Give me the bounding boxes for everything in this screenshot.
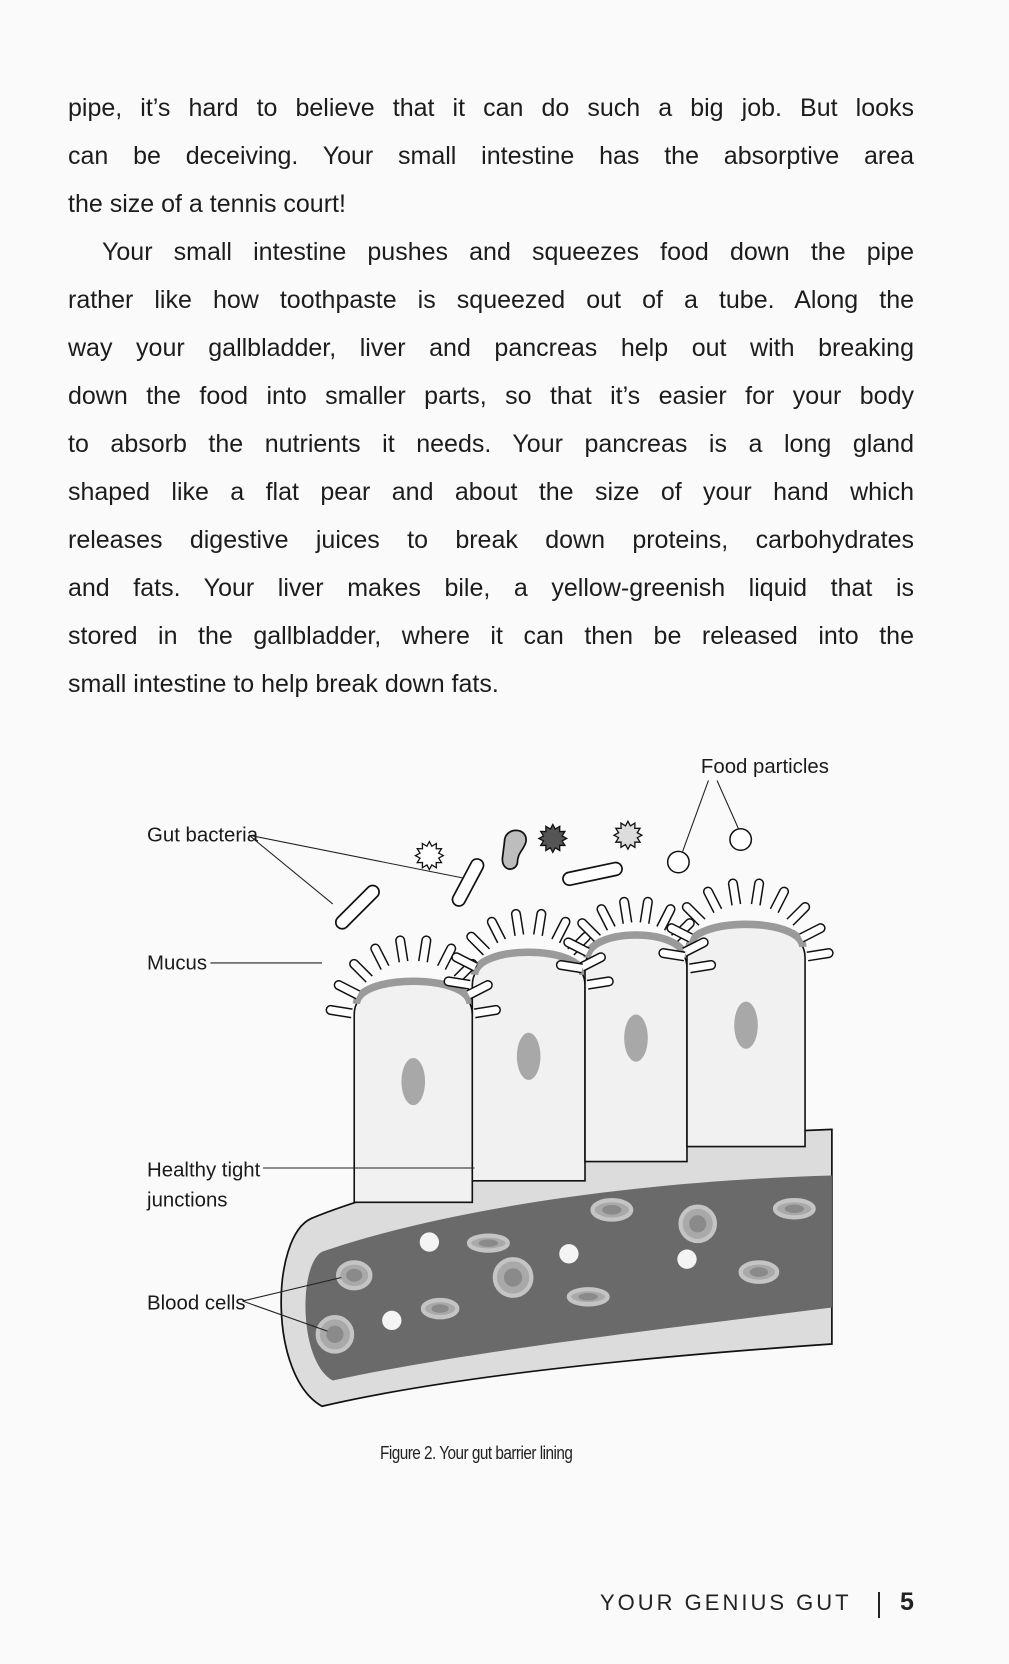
microvillus bbox=[658, 948, 686, 962]
microvillus bbox=[466, 980, 493, 1000]
red-blood-cell-center bbox=[326, 1325, 344, 1343]
microvillus bbox=[689, 960, 717, 974]
microvillus bbox=[395, 935, 409, 963]
microvillus bbox=[750, 878, 765, 906]
microvillus bbox=[703, 886, 723, 914]
microvillus bbox=[451, 952, 478, 972]
text-line: down the food into smaller parts, so tha… bbox=[68, 382, 914, 410]
microvillus bbox=[639, 896, 653, 924]
cell-nucleus bbox=[401, 1057, 426, 1106]
paragraph-2: Your small intestine pushes and squeezes… bbox=[68, 228, 914, 708]
red-blood-cell-center bbox=[578, 1293, 598, 1301]
label-healthy-tight: Healthy tight bbox=[147, 1160, 261, 1182]
microvillus bbox=[682, 937, 709, 957]
cell-nucleus bbox=[624, 1014, 648, 1062]
food-particle bbox=[666, 850, 690, 874]
microvilli bbox=[325, 878, 834, 1019]
text-line: to absorb the nutrients it needs. Your p… bbox=[68, 430, 914, 458]
mucus-layer bbox=[583, 931, 689, 959]
microvillus bbox=[681, 901, 706, 926]
red-blood-cell-center bbox=[689, 1215, 707, 1233]
white-blood-cell bbox=[382, 1310, 402, 1331]
white-blood-cell bbox=[419, 1232, 440, 1252]
text-line: small intestine to help break down fats. bbox=[68, 670, 499, 698]
microvillus bbox=[370, 943, 390, 970]
spiky-bacterium bbox=[612, 819, 644, 851]
text-line: can be deceiving. Your small intestine h… bbox=[68, 142, 914, 170]
rod-bacterium bbox=[451, 858, 485, 907]
red-blood-cell-center bbox=[478, 1239, 499, 1247]
gut-bacteria bbox=[334, 829, 623, 930]
red-blood-cell-center bbox=[749, 1267, 769, 1277]
text-line: way your gallbladder, liver and pancreas… bbox=[68, 334, 914, 362]
red-blood-cell-center bbox=[602, 1205, 622, 1215]
label-gut-bacteria: Gut bacteria bbox=[147, 825, 259, 847]
spiky-bacteria bbox=[414, 819, 644, 871]
rod-bacterium bbox=[334, 884, 380, 930]
microvillus bbox=[510, 908, 525, 936]
blob-bacterium bbox=[501, 829, 527, 870]
microvillus bbox=[437, 943, 457, 970]
text-line: rather like how toothpaste is squeezed o… bbox=[68, 286, 914, 314]
label-junctions: junctions bbox=[146, 1190, 227, 1212]
microvillus bbox=[596, 904, 616, 931]
cell-nucleus bbox=[734, 1001, 758, 1049]
microvillus bbox=[799, 923, 826, 943]
microvillus bbox=[551, 916, 571, 944]
microvillus bbox=[666, 923, 693, 943]
text-line: the size of a tennis court! bbox=[68, 190, 346, 218]
text-line: shaped like a flat pear and about the si… bbox=[68, 478, 914, 506]
microvillus bbox=[586, 976, 614, 990]
microvillus bbox=[325, 1004, 353, 1019]
paragraph-1: pipe, it’s hard to believe that it can d… bbox=[68, 84, 914, 228]
text-line: releases digestive juices to break down … bbox=[68, 526, 914, 554]
text-line: pipe, it’s hard to believe that it can d… bbox=[68, 94, 914, 122]
white-blood-cell bbox=[677, 1249, 697, 1269]
mucus-layer bbox=[685, 920, 807, 948]
red-blood-cell-center bbox=[503, 1268, 523, 1287]
rod-bacterium bbox=[562, 861, 623, 887]
mucus-layer bbox=[352, 977, 474, 1005]
label-food-particles: Food particles bbox=[701, 756, 829, 778]
text-line: Your small intestine pushes and squeezes… bbox=[102, 238, 914, 266]
page-number: 5 bbox=[900, 1588, 914, 1616]
text-line: stored in the gallbladder, where it can … bbox=[68, 622, 914, 650]
microvillus bbox=[579, 952, 606, 972]
figure-caption: Figure 2. Your gut barrier lining bbox=[380, 1443, 573, 1463]
microvillus bbox=[418, 935, 432, 963]
blood-cells bbox=[315, 1198, 816, 1354]
red-blood-cell-center bbox=[431, 1304, 449, 1313]
text-line: and fats. Your liver makes bile, a yello… bbox=[68, 574, 914, 602]
microvillus bbox=[486, 916, 507, 944]
label-blood-cells: Blood cells bbox=[147, 1293, 246, 1315]
microvillus bbox=[443, 976, 471, 990]
spiky-bacterium bbox=[537, 823, 569, 854]
body-text: pipe, it’s hard to believe that it can d… bbox=[68, 84, 914, 708]
microvillus bbox=[727, 878, 742, 906]
microvillus bbox=[656, 904, 676, 931]
running-head: YOUR GENIUS GUT bbox=[600, 1590, 852, 1615]
microvillus bbox=[563, 937, 590, 957]
microvillus bbox=[473, 1004, 501, 1019]
microvillus bbox=[333, 980, 361, 1000]
microvillus bbox=[769, 886, 790, 914]
cell-nucleus bbox=[516, 1032, 541, 1080]
microvillus bbox=[533, 908, 547, 936]
microvillus bbox=[466, 931, 491, 956]
microvillus bbox=[786, 901, 811, 926]
microvillus bbox=[349, 958, 373, 983]
microvillus bbox=[577, 918, 601, 942]
label-mucus: Mucus bbox=[147, 952, 207, 974]
microvillus bbox=[806, 948, 834, 962]
spiky-bacterium bbox=[414, 840, 445, 871]
red-blood-cell-center bbox=[346, 1268, 363, 1282]
white-blood-cell bbox=[559, 1244, 579, 1264]
microvillus bbox=[619, 896, 633, 924]
leader-lines bbox=[210, 780, 739, 1332]
footer-divider bbox=[878, 1592, 880, 1618]
red-blood-cell-center bbox=[784, 1204, 804, 1214]
food-particle bbox=[729, 828, 753, 851]
microvillus bbox=[555, 960, 583, 974]
